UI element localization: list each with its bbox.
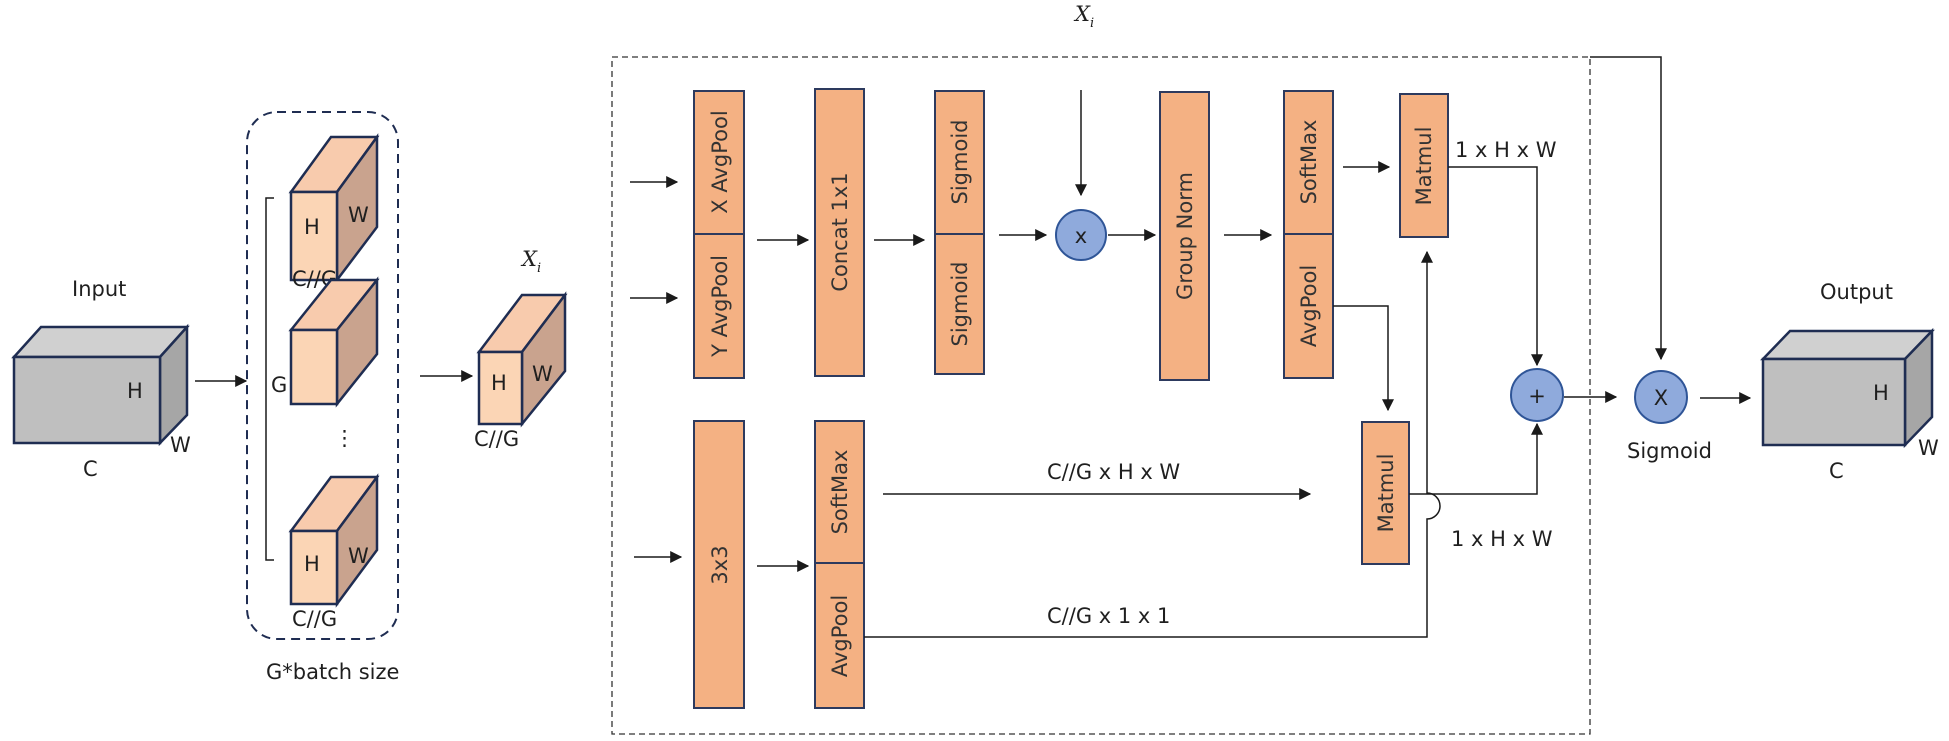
edge-label-bottom-c11: C//G x 1 x 1: [1047, 604, 1170, 628]
block-matmul-top-label: Matmul: [1412, 127, 1436, 206]
arrow-matmul-top-to-add: [1448, 166, 1543, 367]
skip-connection: [1590, 56, 1667, 361]
block-sigmoid-top: Sigmoid: [934, 90, 985, 235]
group-cube-3-w: W: [348, 544, 369, 568]
xi-w-label: W: [532, 362, 553, 386]
xi-c-label: C//G: [474, 427, 519, 451]
block-concat-label: Concat 1x1: [828, 172, 852, 291]
group-cube-3: [288, 473, 380, 608]
edge-label-bottom-hw: 1 x H x W: [1451, 527, 1553, 551]
block-group-norm-label: Group Norm: [1173, 172, 1197, 300]
block-sigmoid-top-label: Sigmoid: [948, 120, 972, 205]
block-x-avgpool-label: X AvgPool: [708, 110, 732, 213]
add-label: +: [1528, 384, 1546, 408]
group-dashed-box: [246, 111, 399, 640]
output-cube: [1760, 327, 1935, 449]
block-sigmoid-bottom: Sigmoid: [934, 233, 985, 375]
multiply-circle: [1055, 209, 1107, 261]
arrow-avgpool-top-to-matmul-bottom: [1333, 305, 1394, 412]
block-matmul-top: Matmul: [1399, 93, 1449, 238]
input-w-label: W: [170, 433, 191, 457]
add-circle: [1510, 368, 1564, 422]
final-multiply-circle: [1634, 370, 1688, 424]
final-multiply-label: X: [1654, 386, 1668, 410]
block-softmax-top-label: SoftMax: [1297, 120, 1321, 205]
block-matmul-bottom: Matmul: [1361, 421, 1410, 565]
arrow-avgpool-bottom-to-matmul-top: [864, 250, 1441, 638]
input-c-label: C: [83, 457, 98, 481]
input-cube: [11, 323, 190, 447]
output-title: Output: [1820, 280, 1893, 304]
block-softmax-top: SoftMax: [1283, 90, 1334, 235]
multiply-label: x: [1075, 224, 1087, 248]
group-cube-1-w: W: [348, 203, 369, 227]
block-x-avgpool: X AvgPool: [693, 90, 745, 235]
arrow-matmul-bottom-to-add: [1409, 422, 1543, 495]
edge-label-top-hw: 1 x H x W: [1455, 138, 1557, 162]
group-cube-2: [288, 276, 380, 408]
group-g-label: G: [271, 373, 287, 397]
group-cube-3-h: H: [304, 552, 320, 576]
output-c-label: C: [1829, 459, 1844, 483]
block-y-avgpool-label: Y AvgPool: [708, 255, 732, 358]
block-softmax-bottom-label: SoftMax: [828, 450, 852, 535]
block-matmul-bottom-label: Matmul: [1374, 454, 1398, 533]
sa-module-frame: [611, 56, 1591, 735]
output-w-label: W: [1918, 436, 1939, 460]
top-xi-label: Xi: [1073, 2, 1094, 31]
block-group-norm: Group Norm: [1159, 91, 1210, 381]
block-avgpool-top: AvgPool: [1283, 233, 1334, 379]
output-h-label: H: [1873, 381, 1889, 405]
input-h-label: H: [127, 379, 143, 403]
sigmoid-label: Sigmoid: [1627, 439, 1712, 463]
xi-label: Xi: [520, 247, 541, 276]
block-3x3-label: 3x3: [708, 545, 732, 584]
block-avgpool-top-label: AvgPool: [1297, 265, 1321, 347]
group-dots: ⋮: [334, 426, 355, 450]
group-cube-3-c: C//G: [292, 607, 337, 631]
block-avgpool-bottom-label: AvgPool: [828, 595, 852, 677]
block-avgpool-bottom: AvgPool: [814, 562, 865, 709]
edge-label-mid-chw: C//G x H x W: [1047, 460, 1180, 484]
input-title: Input: [72, 277, 126, 301]
block-softmax-bottom: SoftMax: [814, 420, 865, 564]
block-y-avgpool: Y AvgPool: [693, 233, 745, 379]
block-sigmoid-bottom-label: Sigmoid: [948, 262, 972, 347]
xi-h-label: H: [491, 371, 507, 395]
group-cube-1-h: H: [304, 215, 320, 239]
group-caption: G*batch size: [266, 660, 399, 684]
xi-cube: [476, 291, 568, 428]
block-3x3: 3x3: [693, 420, 745, 709]
block-concat: Concat 1x1: [814, 88, 865, 377]
group-cube-1: [288, 133, 380, 284]
group-bracket: [265, 197, 274, 561]
